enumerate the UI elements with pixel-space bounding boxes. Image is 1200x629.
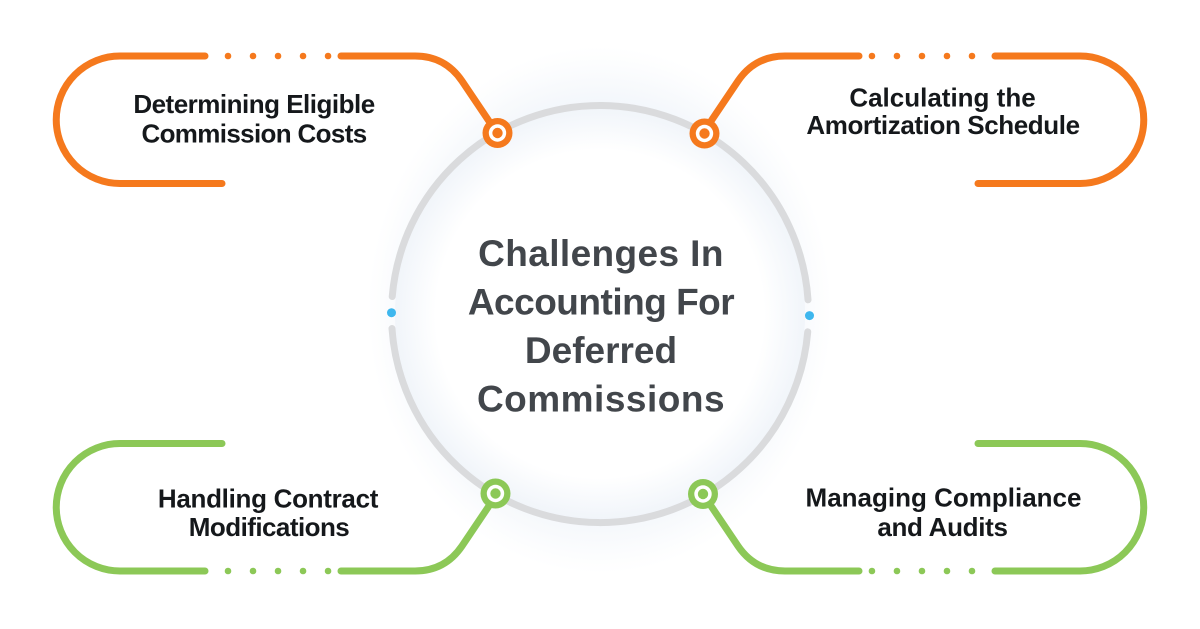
svg-text:Managing Compliance: Managing Compliance xyxy=(806,483,1082,513)
svg-text:Commissions: Commissions xyxy=(477,379,725,420)
svg-text:Determining Eligible: Determining Eligible xyxy=(133,89,374,119)
svg-text:and Audits: and Audits xyxy=(877,512,1007,542)
svg-text:Commission Costs: Commission Costs xyxy=(141,119,366,149)
svg-text:Handling Contract: Handling Contract xyxy=(158,483,379,513)
svg-text:Accounting For: Accounting For xyxy=(468,282,734,323)
svg-text:Deferred: Deferred xyxy=(525,330,677,371)
svg-text:Calculating the: Calculating the xyxy=(849,83,1035,113)
svg-text:Modifications: Modifications xyxy=(189,512,349,542)
svg-text:Challenges In: Challenges In xyxy=(478,233,724,274)
svg-text:Amortization Schedule: Amortization Schedule xyxy=(806,110,1079,140)
